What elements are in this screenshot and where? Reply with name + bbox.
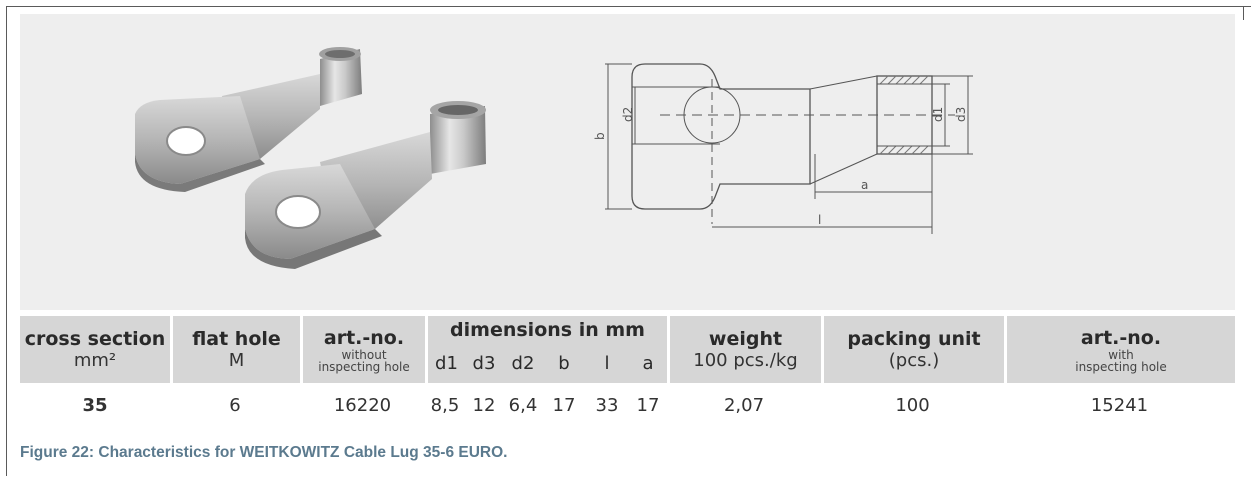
header-d3: d3	[465, 344, 503, 383]
header-b: b	[543, 344, 585, 383]
cell-weight: 2,07	[723, 394, 765, 416]
spec-table: cross section mm² flat hole M art.-no. w…	[20, 316, 1235, 427]
frame-right-border	[1243, 6, 1244, 20]
label-d1: d1	[931, 107, 945, 122]
header-cross-section: cross section mm²	[20, 316, 170, 383]
figure-caption: Figure 22: Characteristics for WEITKOWIT…	[20, 444, 508, 461]
header-dimensions: dimensions in mm	[425, 316, 667, 344]
header-d2: d2	[503, 344, 543, 383]
frame-top-border	[6, 6, 1251, 7]
label-b: b	[593, 132, 607, 140]
label-l: l	[818, 213, 821, 227]
product-figure: b d2 d1 d3 a l	[20, 14, 1235, 310]
header-weight: weight 100 pcs./kg	[667, 316, 821, 383]
technical-drawing	[605, 63, 973, 234]
cell-packing-unit: 100	[895, 394, 930, 416]
product-figure-svg: b d2 d1 d3 a l	[135, 47, 973, 269]
header-flat-hole: flat hole M	[170, 316, 300, 383]
cell-a: 17	[636, 394, 660, 416]
header-art-no-with: art.-no. with inspecting hole	[1004, 316, 1235, 383]
header-d1: d1	[425, 344, 465, 383]
cable-lug-small-icon	[135, 47, 362, 192]
header-art-no-without: art.-no. without inspecting hole	[300, 316, 425, 383]
cable-lug-large-icon	[245, 101, 486, 269]
cell-d2: 6,4	[508, 394, 538, 416]
label-a: a	[861, 178, 868, 192]
header-l: l	[585, 344, 629, 383]
frame-left-border	[6, 6, 7, 476]
table-row: 35 6 16220 8,5 12 6,4 17 33 17 2,07 100 …	[20, 383, 1235, 427]
cell-l: 33	[595, 394, 619, 416]
cell-d3: 12	[472, 394, 496, 416]
cell-b: 17	[552, 394, 576, 416]
cell-d1: 8,5	[430, 394, 460, 416]
label-d2: d2	[621, 107, 635, 122]
cell-flat-hole: 6	[229, 394, 241, 416]
cell-art-no-with: 15241	[1090, 394, 1149, 416]
header-a: a	[629, 344, 667, 383]
label-d3: d3	[954, 107, 968, 122]
cell-cross-section: 35	[82, 394, 108, 416]
header-packing-unit: packing unit (pcs.)	[821, 316, 1004, 383]
cell-art-no-without: 16220	[333, 394, 392, 416]
